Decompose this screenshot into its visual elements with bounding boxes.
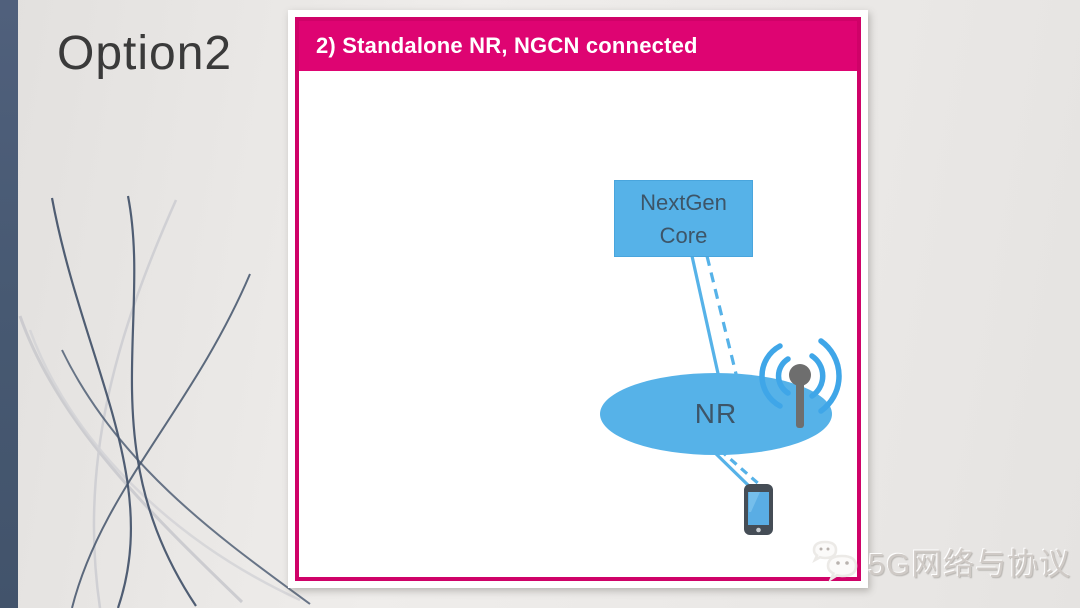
nextgen-core-node: NextGen Core xyxy=(614,180,753,257)
nr-node: NR xyxy=(600,373,832,455)
deco-curve-dark-4 xyxy=(61,349,311,605)
deco-curve-light-3 xyxy=(28,329,301,602)
nr-node-label: NR xyxy=(694,398,738,429)
left-accent-bar xyxy=(0,0,18,608)
watermark-text: 5G网络与协议 xyxy=(868,546,1072,582)
deco-curve-light-1 xyxy=(18,315,244,604)
diagram-header-bar: 2) Standalone NR, NGCN connected xyxy=(299,21,857,71)
nextgen-core-label-line2: Core xyxy=(659,222,708,248)
diagram-panel: 2) Standalone NR, NGCN connected xyxy=(288,10,868,588)
wechat-icon xyxy=(812,540,858,583)
diagram-header-label: 2) Standalone NR, NGCN connected xyxy=(316,33,698,58)
deco-curve-dark-1 xyxy=(50,197,132,608)
diagram-panel-frame: 2) Standalone NR, NGCN connected xyxy=(295,17,861,581)
slide-title: Option2 xyxy=(57,27,233,80)
watermark: 5G网络与协议 xyxy=(808,537,1071,585)
diagram-canvas xyxy=(299,71,857,577)
deco-curve-dark-2 xyxy=(126,195,197,607)
nextgen-core-label-line1: NextGen xyxy=(640,189,727,215)
deco-curve-dark-3 xyxy=(71,273,251,608)
